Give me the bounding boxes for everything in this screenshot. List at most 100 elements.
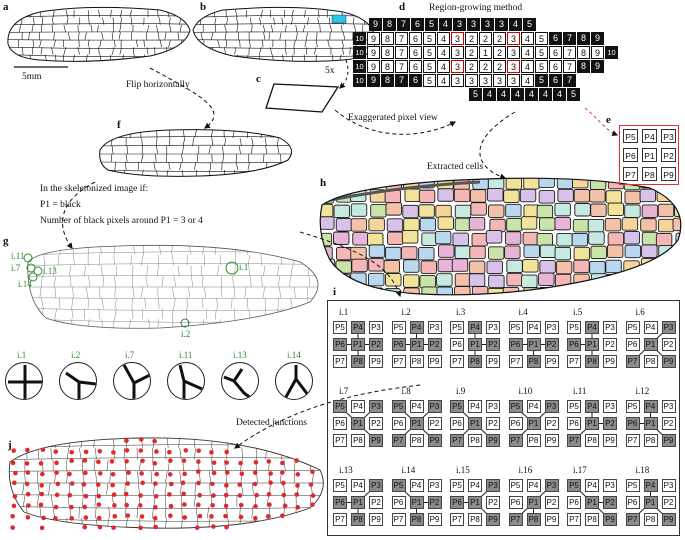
pattern-cell: P3 xyxy=(369,479,383,492)
cross-vein xyxy=(146,24,150,33)
pattern-cell: P6 xyxy=(508,417,523,430)
cell xyxy=(522,231,540,246)
vein xyxy=(99,136,292,139)
cell xyxy=(437,188,454,202)
cross-vein xyxy=(164,506,167,519)
junction-dot xyxy=(154,449,159,454)
junction-dot xyxy=(112,503,117,508)
junction-thumbnail xyxy=(221,362,259,400)
grid-cell: 9 xyxy=(367,32,380,45)
pattern-cell: P2 xyxy=(486,417,500,430)
arrow-skeleton xyxy=(62,181,96,249)
junction-dot xyxy=(53,504,59,510)
cell xyxy=(366,287,384,295)
junction-dot xyxy=(167,492,172,497)
junction-dot xyxy=(182,515,188,520)
pattern-cell: P5 xyxy=(508,479,523,492)
cross-vein xyxy=(192,137,194,147)
junction-dot xyxy=(126,470,131,475)
cell xyxy=(536,232,553,247)
cross-vein xyxy=(276,265,280,277)
junction-dot xyxy=(125,481,131,486)
cross-vein xyxy=(259,47,262,55)
pattern-cell: P2 xyxy=(544,338,559,351)
arrow-extracted xyxy=(479,111,516,180)
cell xyxy=(368,217,385,232)
cell xyxy=(438,244,455,258)
cross-vein xyxy=(125,506,127,519)
cross-vein xyxy=(239,39,241,48)
pattern-cell: P6 xyxy=(567,338,581,351)
junction-label: i.11 xyxy=(11,251,25,261)
cell xyxy=(400,246,418,260)
pattern-cell: P2 xyxy=(486,338,500,351)
cross-vein xyxy=(63,47,67,55)
pattern-cell: P6 xyxy=(391,417,406,430)
junction-dot xyxy=(140,480,145,486)
pattern-cell: P7 xyxy=(450,355,464,368)
cell xyxy=(554,216,571,231)
grid-cell: 4 xyxy=(483,88,496,101)
cross-vein xyxy=(294,245,296,255)
junction-dot xyxy=(24,461,30,466)
cross-vein xyxy=(196,153,199,163)
cross-vein xyxy=(50,447,52,460)
junction-dot xyxy=(238,502,244,508)
cell xyxy=(454,204,472,219)
grid-cell: 8 xyxy=(577,60,590,73)
cell xyxy=(605,190,622,204)
cross-vein xyxy=(111,145,114,155)
pattern-cell: P3 xyxy=(661,479,676,492)
grid-cell: 4 xyxy=(437,32,450,45)
grid-cell: 4 xyxy=(509,18,522,31)
cell xyxy=(320,258,336,273)
cross-vein xyxy=(292,54,294,62)
grid-cell: 6 xyxy=(409,60,422,73)
cross-vein xyxy=(280,518,283,529)
cross-vein xyxy=(235,319,237,329)
cross-vein xyxy=(124,161,127,171)
cross-vein xyxy=(99,39,102,48)
junction-dot xyxy=(53,516,58,521)
panel-label-j: j xyxy=(8,439,12,451)
cell xyxy=(454,273,472,287)
grid-cell: 2 xyxy=(465,46,478,59)
pattern-cell: P4 xyxy=(351,321,365,334)
cross-vein xyxy=(28,32,30,40)
pattern-cell: P8 xyxy=(585,513,599,526)
pattern-cell: P1 xyxy=(585,417,599,430)
cell xyxy=(673,258,681,273)
grid-cell: 8 xyxy=(381,60,394,73)
pattern-cell: P6 xyxy=(508,338,523,351)
cross-vein xyxy=(276,137,279,147)
grid-cell: 7 xyxy=(395,32,408,45)
cross-vein xyxy=(21,437,25,448)
cross-vein xyxy=(39,39,42,48)
cross-vein xyxy=(284,39,287,48)
wing-j xyxy=(8,437,324,531)
pattern-cell: P4 xyxy=(409,321,424,334)
cell xyxy=(590,245,607,260)
pattern-cell: P4 xyxy=(468,479,482,492)
junction-dot xyxy=(182,502,187,507)
cross-vein xyxy=(293,286,296,298)
cell xyxy=(539,217,556,231)
pattern-cell: P8 xyxy=(409,355,424,368)
cell xyxy=(589,178,607,191)
junction-dot xyxy=(154,471,160,477)
cell xyxy=(658,286,675,295)
cell xyxy=(437,216,455,230)
cross-vein xyxy=(260,9,263,18)
junction-dot xyxy=(25,515,31,520)
cross-vein xyxy=(40,276,43,288)
neighbor-cell: P2 xyxy=(661,148,676,162)
junction-dot xyxy=(67,492,73,498)
cell xyxy=(590,273,608,287)
cross-vein xyxy=(152,506,154,519)
cell xyxy=(352,232,369,246)
pattern-cell: P3 xyxy=(427,479,442,492)
cross-vein xyxy=(188,286,191,298)
pattern-cell: P4 xyxy=(409,479,424,492)
cross-vein xyxy=(251,506,254,519)
